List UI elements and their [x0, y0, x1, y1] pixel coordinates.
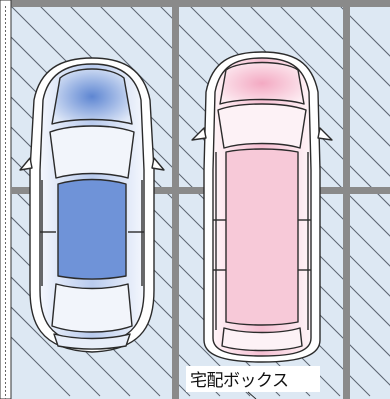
car-sedan-blue — [19, 57, 165, 353]
delivery-box-label: 宅配ボックス — [190, 371, 289, 391]
delivery-box — [186, 366, 320, 399]
car-minivan-pink — [191, 51, 333, 363]
